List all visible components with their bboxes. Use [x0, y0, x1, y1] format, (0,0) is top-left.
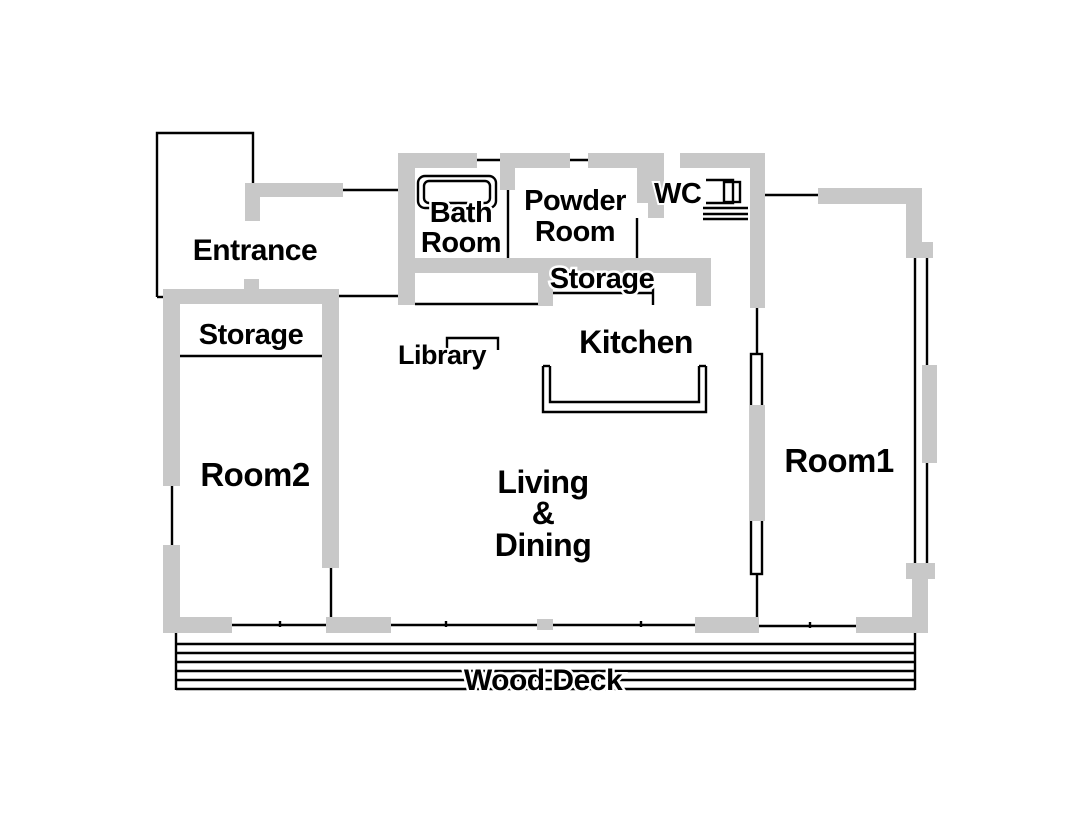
label-room1: Room1	[784, 442, 893, 479]
label-living-3: Dining	[495, 527, 592, 563]
toilet-icon	[703, 178, 748, 221]
label-bath-room-1: Bath	[430, 197, 492, 229]
bookshelf-icon	[445, 336, 500, 350]
label-living-2: &	[532, 495, 555, 531]
plan-walls	[163, 153, 937, 633]
label-powder-room-2: Room	[535, 216, 615, 248]
label-library: Library	[398, 340, 487, 370]
plan-outlines	[155, 131, 929, 628]
label-kitchen: Kitchen	[579, 324, 693, 360]
label-wood-deck: Wood Deck	[464, 664, 623, 697]
label-powder-room-1: Powder	[524, 185, 626, 217]
label-storage-left: Storage	[199, 319, 304, 351]
plan-fixtures	[416, 174, 748, 414]
label-room2: Room2	[200, 456, 309, 493]
label-living-1: Living	[497, 464, 588, 500]
label-wc: WC	[654, 178, 702, 210]
kitchen-counter-icon	[541, 364, 708, 414]
wood-deck: Wood Deck	[174, 633, 917, 700]
label-entrance: Entrance	[193, 234, 317, 267]
label-bath-room-2: Room	[421, 227, 501, 259]
bathtub-icon	[416, 174, 498, 210]
label-storage-center: Storage	[550, 263, 655, 295]
room-labels: Entrance Storage Room2 Bath Room Powder …	[193, 176, 895, 563]
